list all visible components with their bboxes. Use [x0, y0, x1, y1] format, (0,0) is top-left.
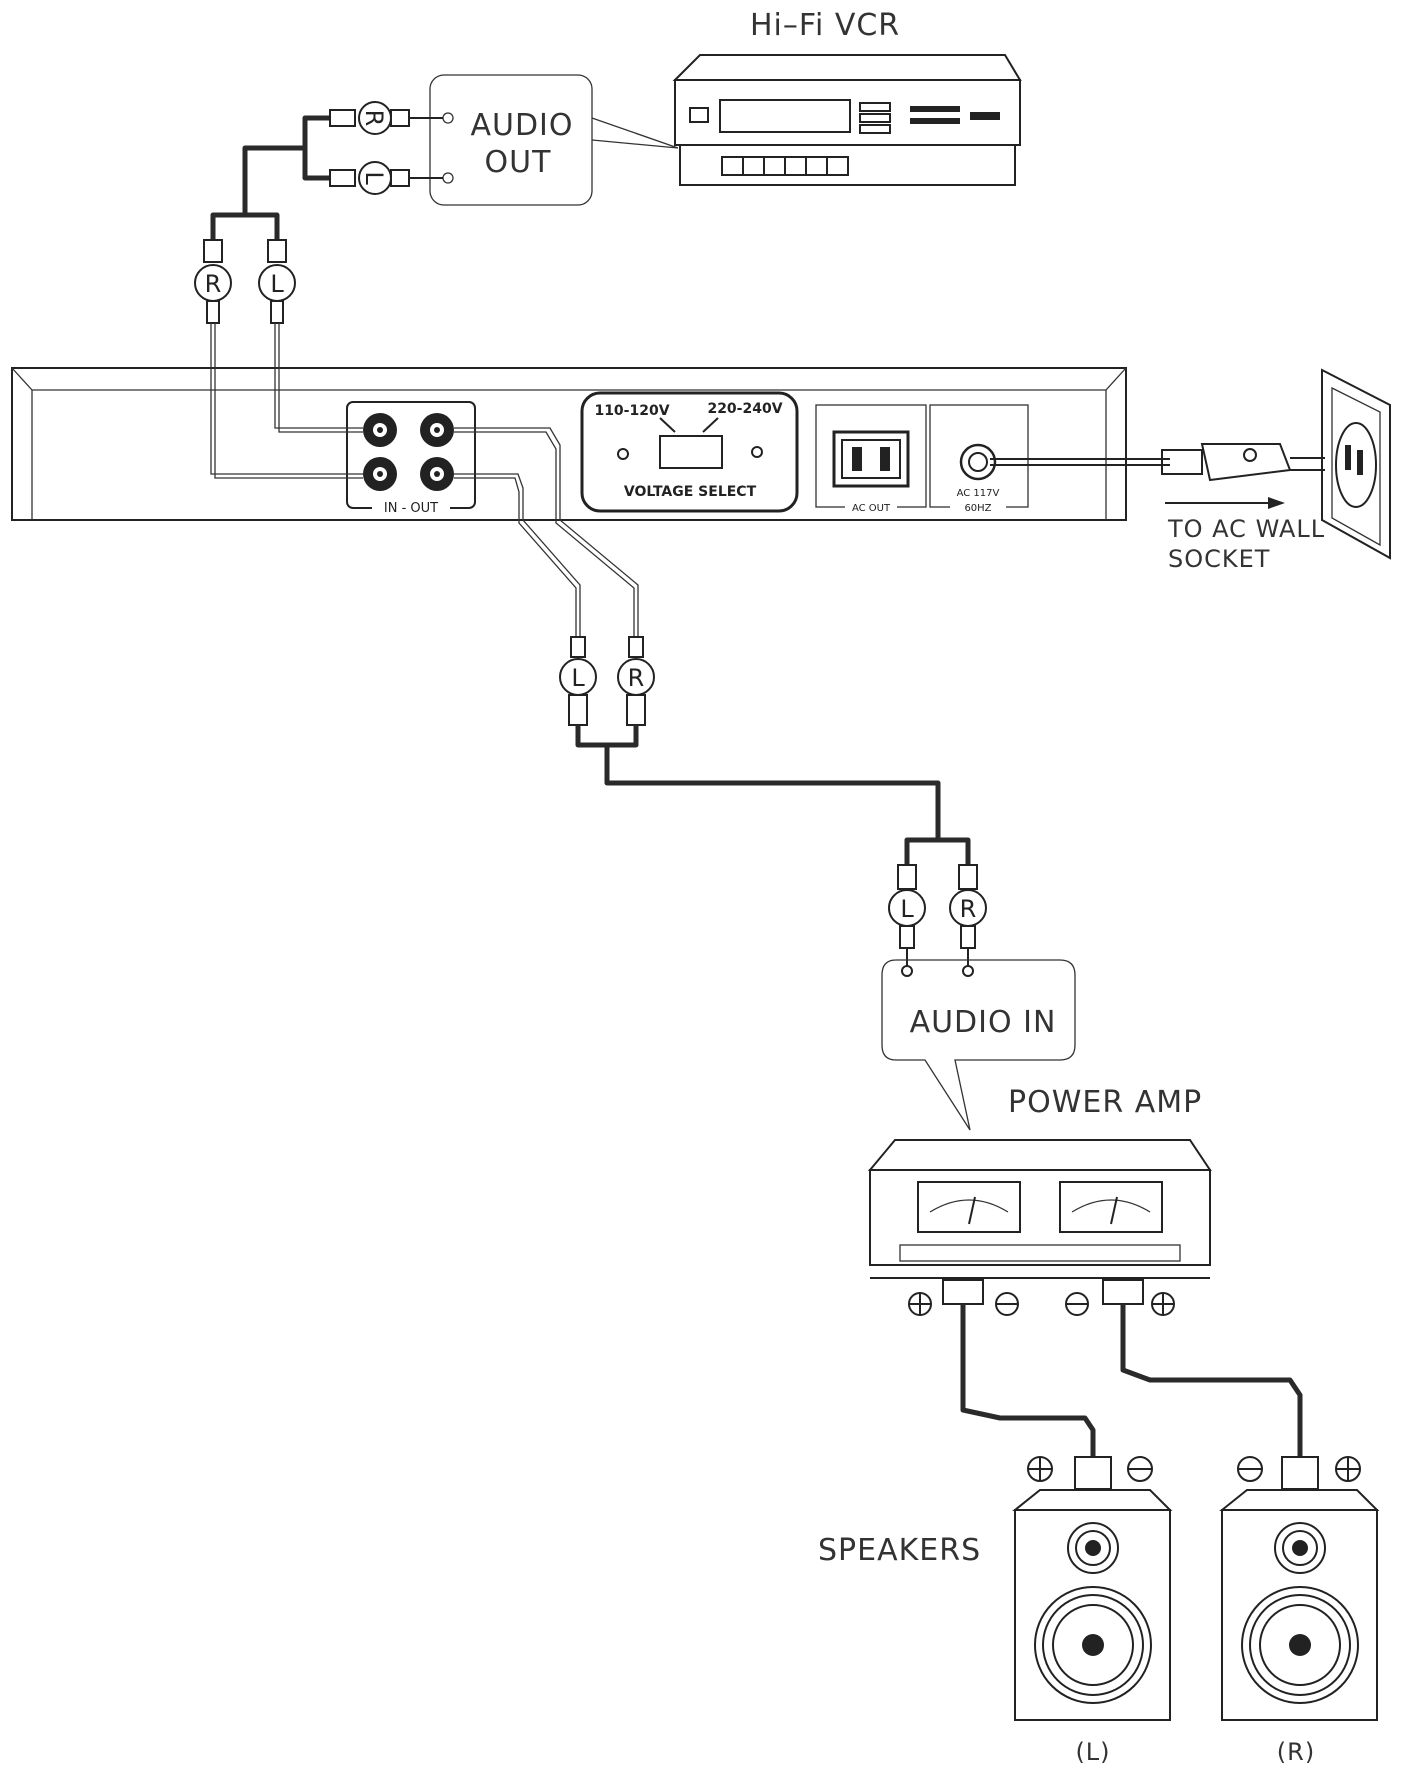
speaker-right	[1219, 1456, 1380, 1721]
top-plug-l-label: L	[270, 270, 284, 298]
wall-arrow	[1165, 497, 1285, 509]
speaker-wire-left	[960, 1304, 1096, 1457]
ac-out-label: AC OUT	[852, 503, 891, 514]
audio-out-line2: OUT	[485, 145, 552, 180]
in-out-label: IN - OUT	[384, 501, 438, 516]
speaker-right-label: (R)	[1277, 1738, 1315, 1766]
ac-in-label-2: 60HZ	[964, 503, 991, 514]
voltage-high-label: 220-240V	[707, 401, 782, 417]
voltage-select-label: VOLTAGE SELECT	[624, 484, 757, 500]
vcr-title: Hi–Fi VCR	[750, 8, 900, 43]
voltage-low-label: 110-120V	[594, 403, 669, 419]
unit-input-plugs: R L	[194, 239, 296, 324]
amp-plug-r-label: R	[960, 895, 977, 923]
audio-out-line1: AUDIO	[470, 108, 573, 143]
wall-label-1: TO AC WALL	[1167, 515, 1325, 543]
wire-l-out	[454, 473, 581, 637]
mid-plug-l-label: L	[571, 664, 585, 692]
amp-input-plugs: L R	[888, 864, 987, 977]
amp-audio-cable	[575, 725, 971, 865]
vcr-rca-plugs: R L	[310, 101, 443, 195]
vcr-plug-l-label: L	[360, 171, 388, 185]
amp-plug-l-label: L	[900, 895, 914, 923]
unit-output-plugs: L R	[559, 636, 655, 726]
speakers-title: SPEAKERS	[818, 1533, 981, 1568]
audio-in-callout: AUDIO IN	[881, 959, 1076, 1131]
rca-jacks	[363, 413, 454, 491]
wall-socket	[1321, 368, 1391, 560]
vcr-illustration	[672, 54, 1022, 186]
audio-in-label: AUDIO IN	[910, 1005, 1057, 1040]
power-amp-illustration	[867, 1139, 1212, 1316]
wire-r-out	[454, 427, 639, 637]
wall-label-2: SOCKET	[1168, 545, 1270, 573]
ac-in-label-1: AC 117V	[957, 488, 1000, 499]
speaker-wire-right	[1120, 1304, 1303, 1457]
vcr-audio-cable	[210, 115, 312, 240]
wire-l-in	[274, 323, 363, 433]
speaker-left-label: (L)	[1075, 1738, 1110, 1766]
wire-r-in	[210, 323, 363, 479]
main-unit-panel: IN - OUT 110-120V 220-240V VOLTAGE SELEC…	[11, 367, 1127, 521]
power-amp-title: POWER AMP	[1008, 1085, 1202, 1120]
top-plug-r-label: R	[205, 270, 222, 298]
mid-plug-r-label: R	[628, 664, 645, 692]
power-cord	[990, 443, 1325, 482]
audio-out-callout: AUDIO OUT	[429, 74, 679, 206]
vcr-plug-r-label: R	[360, 110, 388, 127]
speaker-left	[1012, 1456, 1173, 1721]
